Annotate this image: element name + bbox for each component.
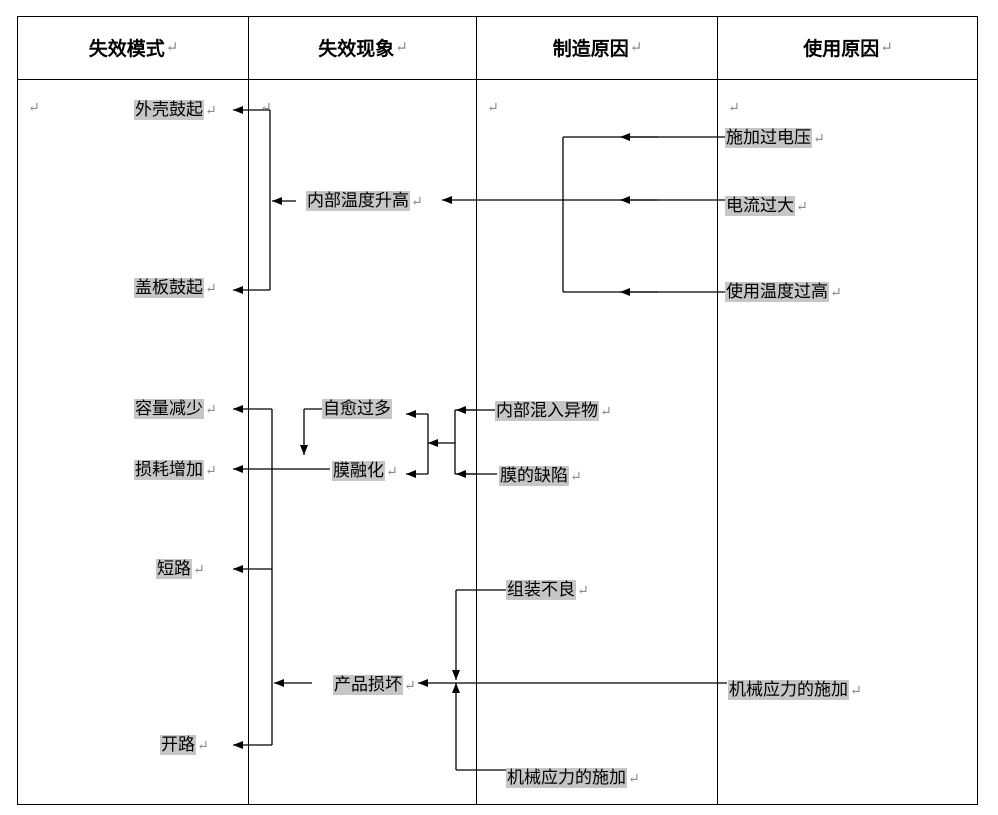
mode-capacity-decrease: 容量减少↵ [134,398,217,421]
return-mark: ↵ [850,683,862,699]
phenomenon-internal-temp-rise: 内部温度升高↵ [306,190,423,213]
return-mark: ↵ [577,583,589,599]
use-cause-mechanical-stress-label: 机械应力的施加 [728,680,849,700]
return-mark: ↵ [796,199,808,215]
mfg-cause-mechanical-stress: 机械应力的施加↵ [506,767,640,790]
return-mark: ↵ [880,38,893,56]
return-mark: ↵ [629,38,643,56]
return-mark: ↵ [628,771,640,787]
mode-open-circuit: 开路↵ [160,734,209,757]
mfg-cause-film-defect: 膜的缺陷↵ [499,465,582,488]
return-mark: ↵ [205,103,217,119]
use-cause-overvoltage: 施加过电压↵ [725,127,825,150]
mode-cover-bulge: 盖板鼓起↵ [134,277,217,300]
return-mark: ↵ [600,404,612,420]
mode-short-circuit: 短路↵ [156,558,205,581]
header-failure-phenomenon-label: 失效现象 [318,37,395,60]
use-cause-over-temperature-label: 使用温度过高 [725,282,829,302]
header-failure-mode: 失效模式↵ [18,16,249,78]
phenomenon-product-damage: 产品损坏↵ [333,674,416,697]
return-mark: ↵ [395,38,408,56]
return-mark: ↵ [830,285,842,301]
return-mark: ↵ [205,402,217,418]
use-cause-over-temperature: 使用温度过高↵ [725,281,842,304]
return-mark: ↵ [28,100,40,116]
return-mark: ↵ [570,469,582,485]
use-cause-overcurrent: 电流过大↵ [725,195,808,218]
mode-loss-increase: 损耗增加↵ [134,459,217,482]
return-mark: ↵ [728,100,740,116]
mode-loss-increase-label: 损耗增加 [134,460,204,480]
mfg-cause-poor-assembly: 组装不良↵ [506,579,589,602]
mfg-cause-mechanical-stress-label: 机械应力的施加 [506,768,627,788]
mode-shell-bulge-label: 外壳鼓起 [134,100,204,120]
phenomenon-self-healing-excess-label: 自愈过多 [322,399,392,419]
return-mark: ↵ [260,100,272,116]
header-manufacturing-cause-label: 制造原因 [552,37,629,60]
mfg-cause-internal-foreign-matter-label: 内部混入异物 [495,401,599,421]
phenomenon-product-damage-label: 产品损坏 [333,675,403,695]
return-mark: ↵ [404,678,416,694]
mode-short-circuit-label: 短路 [156,559,192,579]
return-mark: ↵ [197,738,209,754]
header-failure-mode-label: 失效模式 [88,37,165,60]
header-use-cause: 使用原因↵ [718,16,978,78]
return-mark: ↵ [205,281,217,297]
use-cause-mechanical-stress: 机械应力的施加↵ [728,679,862,702]
phenomenon-internal-temp-rise-label: 内部温度升高 [306,191,410,211]
phenomenon-film-melting-label: 膜融化 [332,461,385,481]
header-use-cause-label: 使用原因 [803,37,880,60]
header-manufacturing-cause: 制造原因↵ [477,16,718,78]
use-cause-overvoltage-label: 施加过电压 [725,128,812,148]
return-mark: ↵ [165,38,179,56]
header-failure-phenomenon: 失效现象↵ [249,16,477,78]
return-mark: ↵ [487,100,499,116]
return-mark: ↵ [193,562,205,578]
mode-capacity-decrease-label: 容量减少 [134,399,204,419]
return-mark: ↵ [813,131,825,147]
mfg-cause-poor-assembly-label: 组装不良 [506,580,576,600]
mode-cover-bulge-label: 盖板鼓起 [134,278,204,298]
phenomenon-film-melting: 膜融化↵ [332,460,398,483]
mfg-cause-film-defect-label: 膜的缺陷 [499,466,569,486]
use-cause-overcurrent-label: 电流过大 [725,196,795,216]
return-mark: ↵ [205,463,217,479]
mode-shell-bulge: 外壳鼓起↵ [134,99,217,122]
return-mark: ↵ [411,194,423,210]
phenomenon-self-healing-excess: 自愈过多 [322,398,392,420]
table-grid [17,16,978,805]
return-mark: ↵ [386,464,398,480]
connector-lines [233,106,727,771]
mode-open-circuit-label: 开路 [160,735,196,755]
mfg-cause-internal-foreign-matter: 内部混入异物↵ [495,400,612,423]
